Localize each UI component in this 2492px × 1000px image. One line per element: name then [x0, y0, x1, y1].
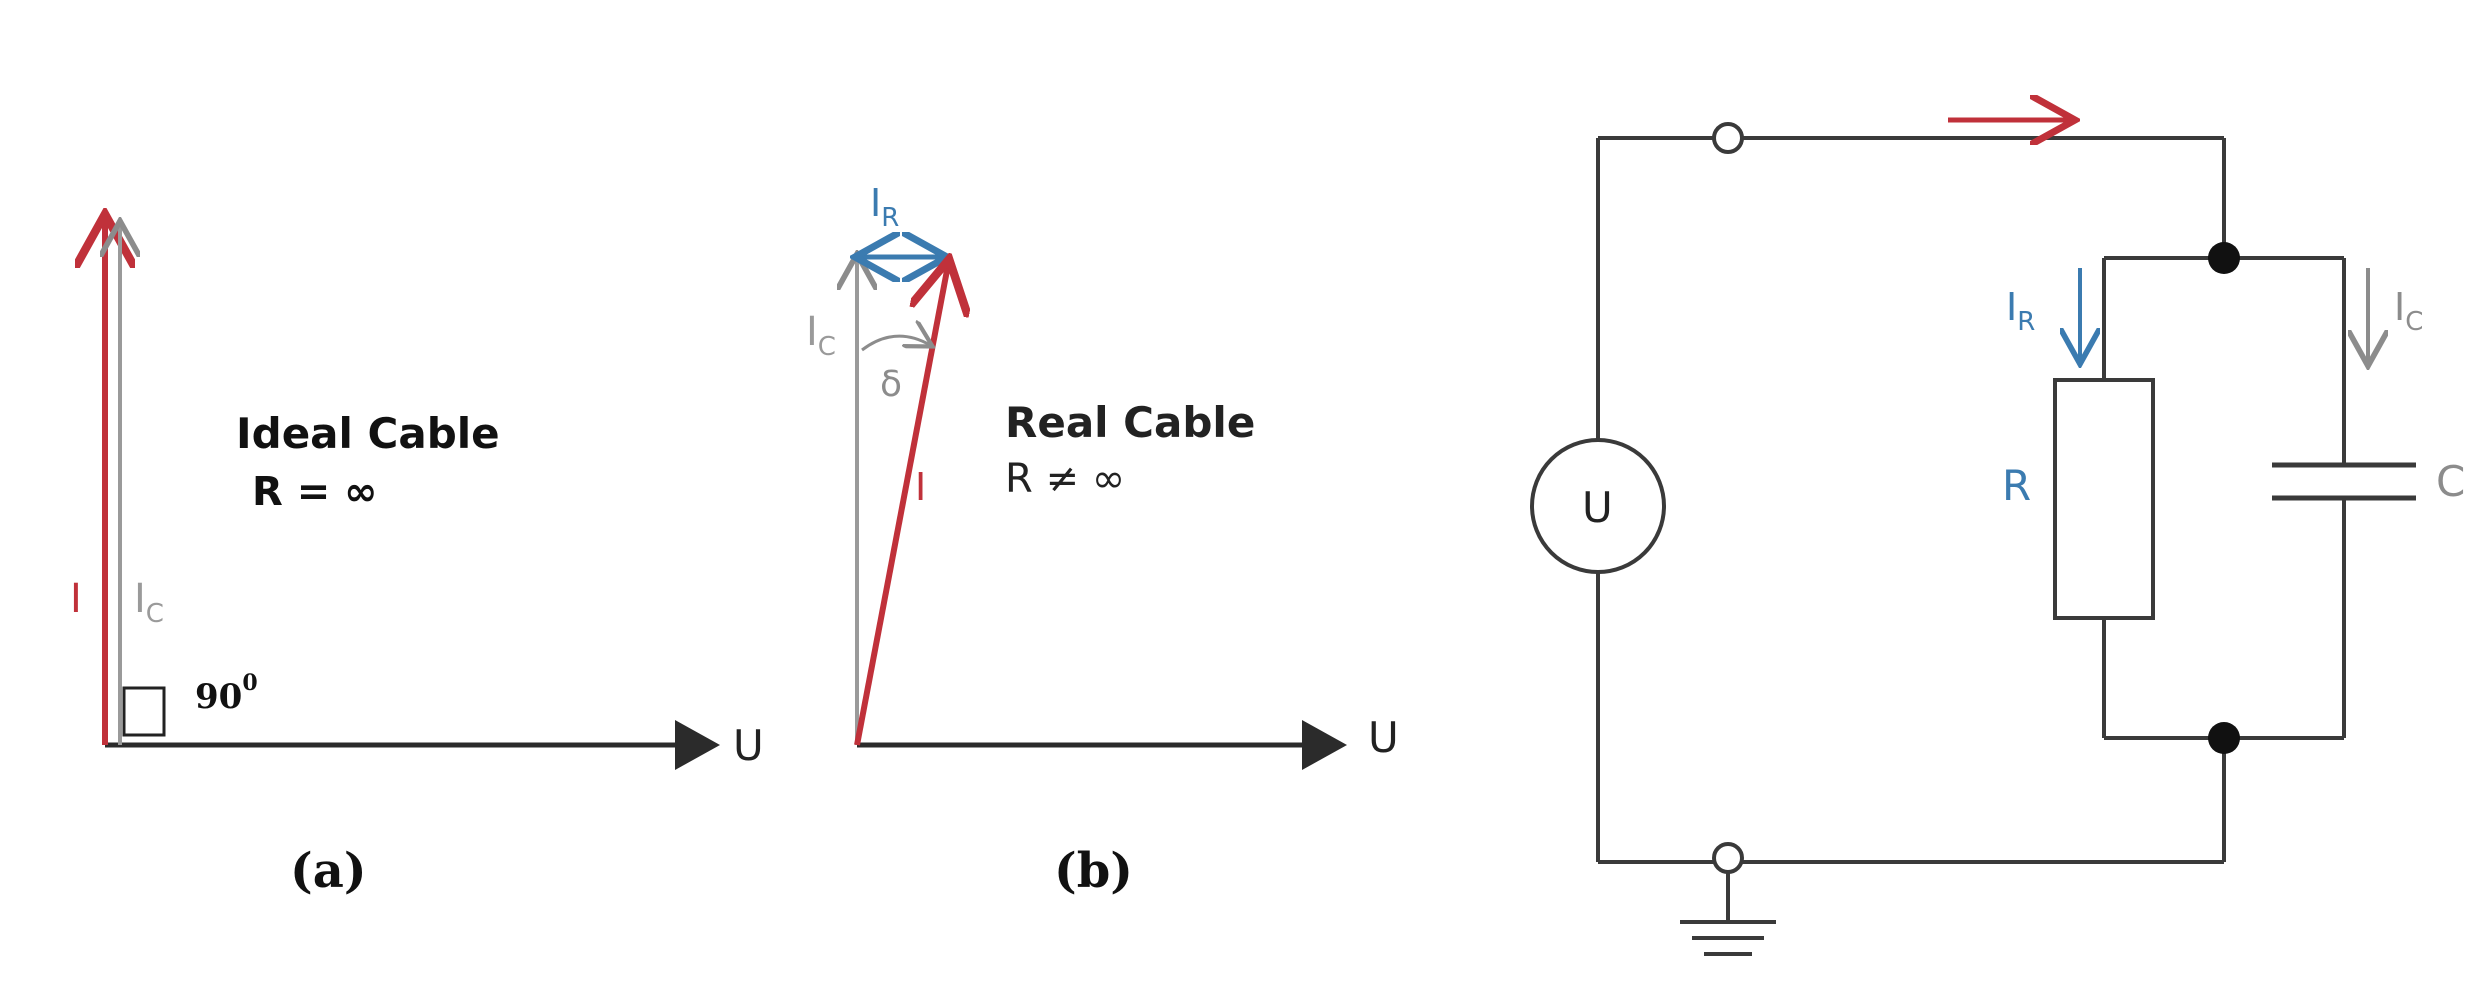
angle-label-a: 900 [195, 670, 258, 717]
resistor-label: R [2002, 461, 2031, 510]
terminal-bottom [1712, 842, 1744, 874]
vector-i-label-b: I [915, 465, 926, 509]
vector-i-label-a: I [70, 576, 82, 622]
junction-top [2208, 242, 2240, 274]
right-angle-marker [122, 686, 166, 737]
ir-label: IR [2006, 285, 2035, 337]
ic-label: IC [2394, 285, 2423, 337]
equivalent-circuit [1530, 122, 2416, 956]
capacitor-label: C [2436, 457, 2465, 506]
condition-b: R ≠ ∞ [1005, 456, 1125, 502]
caption-b: (b) [1054, 843, 1133, 899]
circuit-annotations: U IR IC R C [1582, 120, 2465, 532]
delta-angle-arc [861, 336, 930, 352]
junction-bottom [2208, 722, 2240, 754]
title-b: Real Cable [1005, 398, 1255, 447]
delta-label-b: δ [880, 364, 902, 405]
resistor [2053, 378, 2155, 620]
vector-ir-label-b: IR [870, 181, 899, 233]
title-a: Ideal Cable [236, 409, 500, 458]
caption-a: (a) [290, 843, 367, 899]
u-axis-label-a: U [733, 721, 764, 770]
condition-a: R = ∞ [252, 469, 378, 515]
terminal-top [1712, 122, 1744, 154]
vector-ic-label-a: IC [134, 576, 164, 629]
voltage-source [1530, 438, 1666, 574]
u-axis-label-b: U [1368, 713, 1399, 762]
phasor-diagram-a: U I IC 900 Ideal Cable R = ∞ (a) [70, 220, 764, 899]
vector-ic-label-b: IC [806, 309, 836, 362]
source-label: U [1582, 483, 1613, 532]
phasor-diagram-b: U IR IC δ I Real Cable R ≠ ∞ (b) [806, 181, 1399, 899]
